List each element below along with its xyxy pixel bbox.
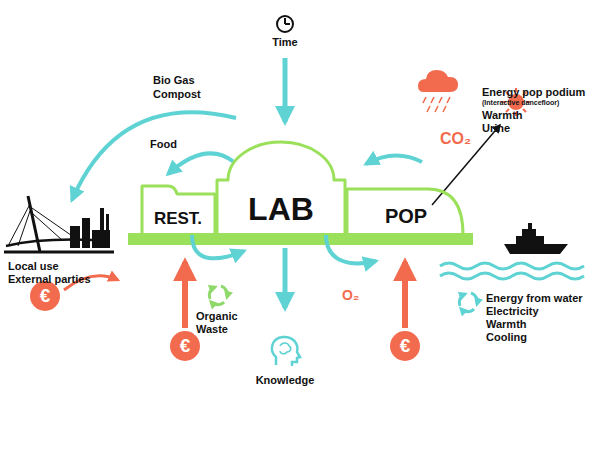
- recycle-icon: [209, 286, 227, 305]
- building-part: REST.: [140, 178, 216, 235]
- euro-coin: [390, 331, 420, 361]
- annotation: Bio Gas: [153, 74, 195, 87]
- annotation: Warmth: [482, 109, 523, 122]
- annotation: Cooling: [486, 331, 527, 344]
- building-part: LAB: [216, 138, 346, 235]
- flow-arrow: [168, 153, 234, 174]
- annotation: (Interactive dancefloor): [482, 99, 559, 107]
- head-icon: [272, 337, 300, 366]
- water-waves: [440, 263, 584, 279]
- ship-icon: [504, 223, 568, 254]
- money-arrow: [182, 262, 188, 328]
- flow-arrow: [326, 235, 376, 263]
- part-name: POP: [385, 206, 427, 226]
- knowledge-arrow: [283, 248, 288, 308]
- euro-sign: €: [400, 335, 411, 357]
- annotation: Energy pop podium: [482, 86, 585, 99]
- annotation: Compost: [153, 88, 201, 101]
- flow-label: Organic Waste: [194, 310, 246, 335]
- annotation: External parties: [8, 273, 91, 286]
- annotation: Warmth: [486, 318, 527, 331]
- building-part: POP: [346, 183, 466, 235]
- co2-arrow: [366, 155, 422, 164]
- euro-sign: €: [180, 335, 191, 357]
- city-bridge-icon: [4, 196, 114, 252]
- part-name: LAB: [248, 193, 314, 225]
- euro-sign: €: [40, 285, 51, 307]
- flow-label: O₂: [340, 287, 361, 303]
- flow-label: Food: [148, 138, 179, 151]
- annotation: Local use: [8, 260, 59, 273]
- annotation: Energy from water: [486, 292, 583, 305]
- recycle-icon: [459, 293, 477, 312]
- part-name: REST.: [154, 210, 202, 227]
- annotation: CO₂: [440, 130, 471, 148]
- rain-cloud-icon: [418, 70, 458, 112]
- time-arrow: [283, 58, 288, 122]
- annotation: Time: [272, 36, 297, 49]
- base-band: [128, 233, 473, 245]
- euro-coin: [170, 331, 200, 361]
- annotation: Urine: [482, 122, 510, 135]
- annotation: Knowledge: [256, 374, 315, 387]
- money-arrow: [402, 262, 408, 328]
- euro-coin: [30, 281, 60, 311]
- flow-arrow: [192, 235, 244, 258]
- annotation: Electricity: [486, 305, 539, 318]
- clock-icon: [277, 16, 293, 32]
